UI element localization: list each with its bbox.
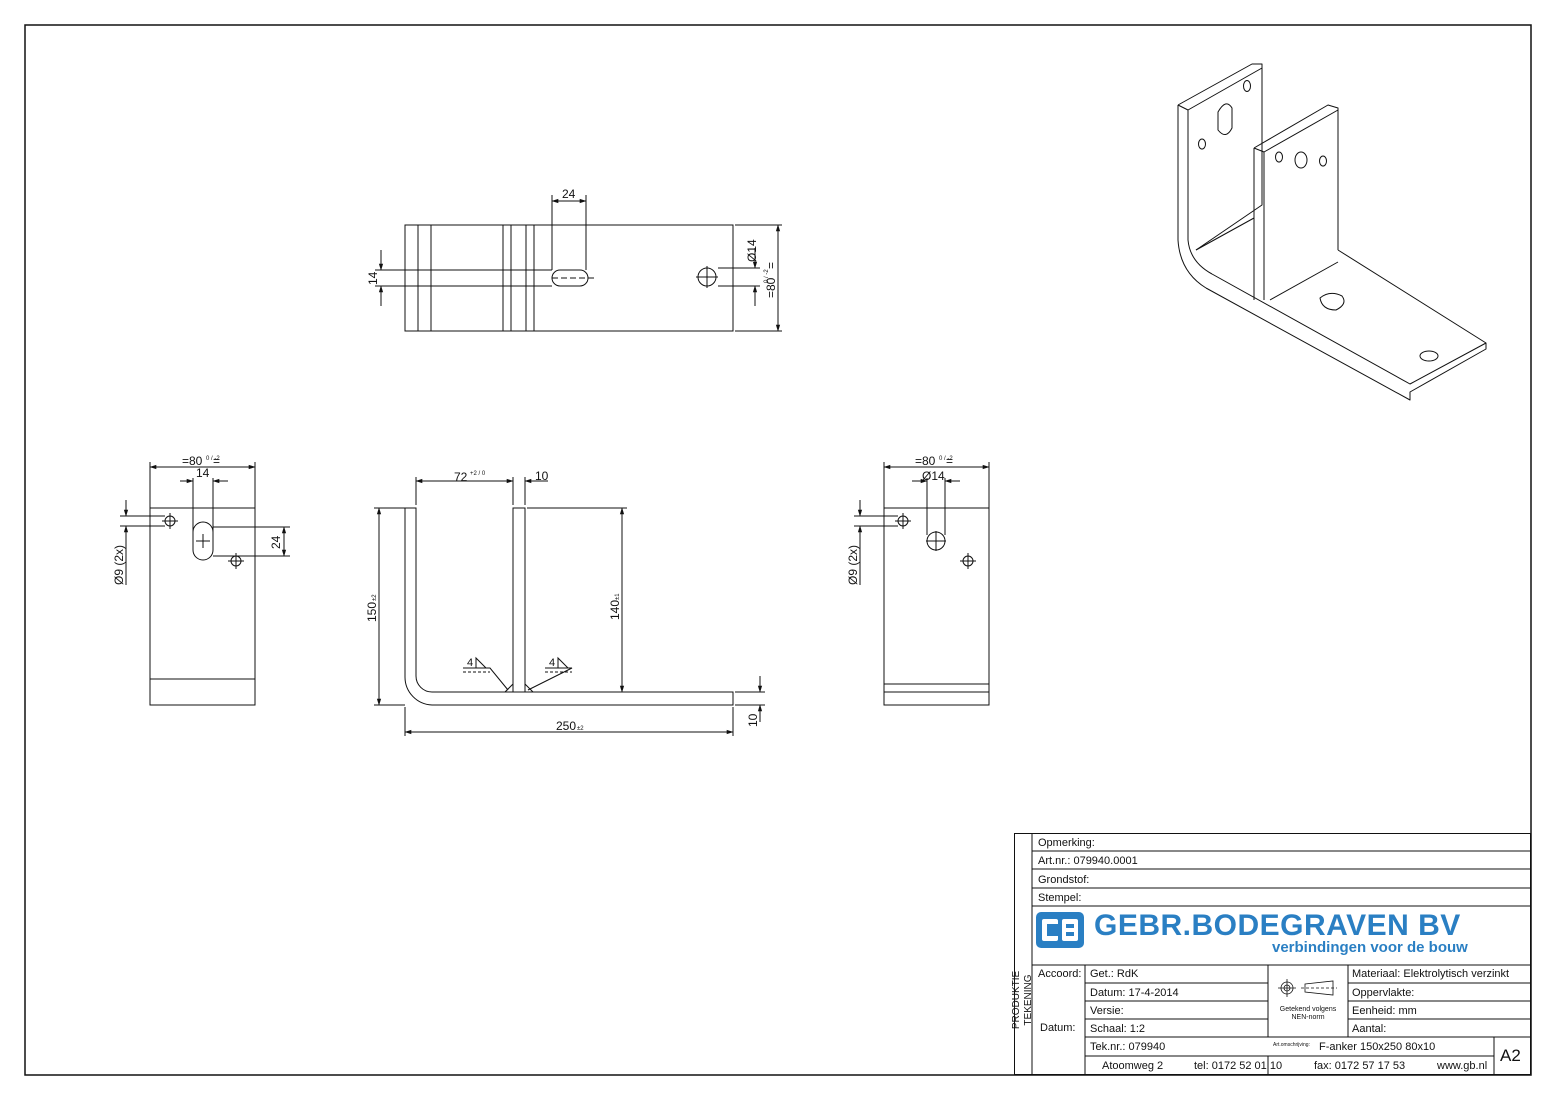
dim-front-thickness: 10: [746, 713, 760, 727]
accoord-label: Accoord:: [1038, 968, 1082, 980]
company-name: GEBR.BODEGRAVEN BV: [1094, 909, 1461, 942]
dim-top-slot-width: 24: [562, 187, 576, 201]
dim-front-inner-height-tol: ±1: [615, 593, 621, 600]
address: Atoomweg 2: [1102, 1060, 1164, 1072]
dim-right-width-tol: 0 / -2: [939, 456, 953, 462]
tek-nr: Tek.nr.: 079940: [1090, 1041, 1166, 1053]
dim-right-width-suffix: =: [946, 454, 953, 468]
fax: fax: 0172 57 17 53: [1314, 1060, 1406, 1072]
dim-left-holes: Ø9 (2x): [112, 545, 126, 585]
top-view: [375, 195, 782, 332]
art-nr: Art.nr.: 079940.0001: [1038, 855, 1138, 867]
sheet-border: [24, 24, 1532, 1076]
datum-value: Datum: 17-4-2014: [1090, 987, 1179, 999]
slot-top: [551, 269, 589, 287]
side-label: PRODUKTIE TEKENING: [1011, 970, 1034, 1030]
dim-top-width-suffix: =: [764, 262, 778, 269]
dim-left-width-tol: 0 / -2: [206, 456, 220, 462]
company-logo: [1036, 912, 1084, 948]
company-tagline: verbindingen voor de bouw: [1272, 939, 1468, 956]
dim-right-holes: Ø9 (2x): [846, 545, 860, 585]
dim-front-thickness-top: 10: [535, 469, 549, 483]
projection-symbol: [1278, 979, 1337, 997]
dim-front-flange: 72: [454, 470, 468, 484]
telephone: tel: 0172 52 01 10: [1194, 1060, 1283, 1072]
title-block-grid: [1014, 833, 1531, 1075]
dim-front-inner-height: 140: [608, 600, 622, 620]
aantal: Aantal:: [1352, 1023, 1387, 1035]
oppervlakte: Oppervlakte:: [1352, 987, 1415, 999]
schaal: Schaal: 1:2: [1090, 1023, 1146, 1035]
dim-right-hole: Ø14: [922, 469, 945, 483]
dim-front-length-tol: ±2: [577, 726, 584, 732]
title-block: PRODUKTIE TEKENING Opmerking: Art.nr.: 0…: [1011, 833, 1531, 1075]
website: www.gb.nl: [1437, 1060, 1488, 1072]
isometric-view: [1177, 63, 1487, 401]
getekend: Get.: RdK: [1090, 968, 1139, 980]
dim-right-width: =80: [915, 454, 936, 468]
art-omschrijving: F-anker 150x250 80x10: [1319, 1041, 1436, 1053]
dim-front-height: 150: [365, 602, 379, 622]
front-profile: [404, 507, 734, 706]
slot-left: [192, 521, 214, 561]
nen-text-1: Getekend volgens: [1279, 1006, 1337, 1013]
sheet-size: A2: [1500, 1046, 1521, 1065]
dim-top-slot-height: 14: [366, 271, 380, 285]
dim-top-width-tol: 0 / -2: [764, 269, 770, 283]
versie: Versie:: [1090, 1005, 1124, 1017]
right-view: [854, 462, 990, 706]
datum-label: Datum:: [1040, 1022, 1076, 1034]
left-view: [120, 462, 290, 706]
dim-front-flange-tol: +2 / 0: [470, 471, 486, 477]
nen-text-2: NEN-norm: [1291, 1014, 1325, 1021]
dim-left-width: =80: [182, 454, 203, 468]
eenheid: Eenheid: mm: [1352, 1005, 1417, 1017]
stempel-label: Stempel:: [1038, 892, 1082, 904]
dim-left-width-suffix: =: [213, 454, 220, 468]
weld-symbol-2: 4: [549, 657, 555, 669]
weld-symbol-1: 4: [467, 657, 473, 669]
dim-front-height-tol: ±2: [372, 594, 378, 601]
dim-left-slot: 14: [196, 466, 210, 480]
materiaal: Materiaal: Elektrolytisch verzinkt: [1352, 968, 1510, 980]
opmerking-label: Opmerking:: [1038, 837, 1095, 849]
front-view: [374, 477, 765, 736]
dim-top-hole: Ø14: [745, 239, 759, 262]
art-omschrijving-label: Art.omschrijving:: [1273, 1042, 1310, 1048]
grondstof-label: Grondstof:: [1038, 874, 1090, 886]
dim-front-length: 250: [556, 719, 576, 733]
dim-top-width: =80: [764, 277, 778, 298]
dim-left-slot-len: 24: [269, 535, 283, 549]
